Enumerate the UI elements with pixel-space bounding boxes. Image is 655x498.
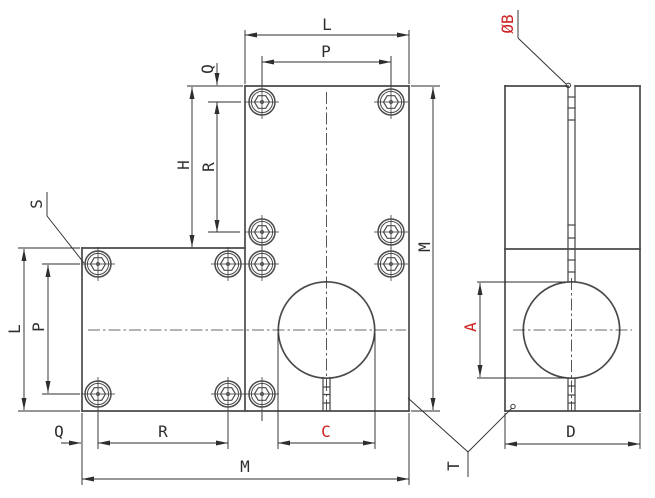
bolt-hole bbox=[244, 376, 280, 412]
leader-dot bbox=[510, 403, 516, 410]
side-view-outline bbox=[504, 85, 641, 412]
front-view bbox=[80, 84, 410, 412]
leader-T bbox=[407, 397, 516, 477]
side-slot bbox=[567, 85, 576, 412]
dimension-labels: L P Q H R S M L P Q R C M ØB A D T bbox=[5, 14, 576, 476]
dim-label-L-arm: L bbox=[5, 324, 24, 334]
dim-label-P-arm: P bbox=[29, 322, 48, 332]
bolt-hole bbox=[373, 214, 409, 250]
bolt-hole bbox=[210, 246, 246, 282]
bolt-hole bbox=[210, 376, 246, 412]
side-view bbox=[504, 85, 641, 412]
dim-label-B-dia: ØB bbox=[498, 14, 517, 33]
dim-label-C-bore: C bbox=[321, 422, 331, 441]
dim-label-H: H bbox=[174, 160, 193, 170]
dim-label-S: S bbox=[27, 199, 46, 209]
dim-label-M-width: M bbox=[240, 457, 250, 476]
bolt-hole bbox=[244, 84, 280, 120]
dim-label-L-top: L bbox=[322, 15, 332, 34]
leader-B bbox=[517, 10, 571, 88]
dim-label-R-bottom: R bbox=[158, 422, 168, 441]
bolt-hole bbox=[80, 246, 116, 282]
dim-label-A-bore: A bbox=[461, 322, 480, 332]
leader-S bbox=[46, 192, 85, 264]
front-view-outline bbox=[81, 85, 410, 412]
bolt-hole bbox=[373, 246, 409, 282]
dim-label-Q-bottom: Q bbox=[54, 422, 64, 441]
bolt-hole bbox=[373, 84, 409, 120]
dim-label-T-note: T bbox=[444, 461, 463, 471]
dim-label-R-column: R bbox=[199, 162, 218, 172]
bolt-hole bbox=[80, 376, 116, 412]
dim-label-M-height: M bbox=[415, 242, 434, 252]
side-centerlines bbox=[513, 278, 632, 411]
bolt-hole bbox=[244, 246, 280, 282]
dim-label-D-depth: D bbox=[566, 422, 576, 441]
dim-label-P-top: P bbox=[321, 42, 331, 61]
front-centerlines bbox=[88, 92, 406, 411]
dimension-lines bbox=[21, 32, 640, 482]
bolt-hole bbox=[244, 214, 280, 250]
extension-lines bbox=[18, 30, 641, 485]
dim-label-Q-top: Q bbox=[198, 64, 217, 74]
leader-dot bbox=[565, 82, 571, 88]
